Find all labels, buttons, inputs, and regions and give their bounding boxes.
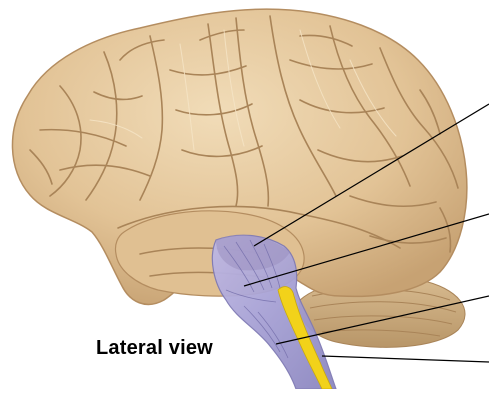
leader-line-4 (322, 356, 489, 362)
view-label: Lateral view (96, 337, 213, 360)
